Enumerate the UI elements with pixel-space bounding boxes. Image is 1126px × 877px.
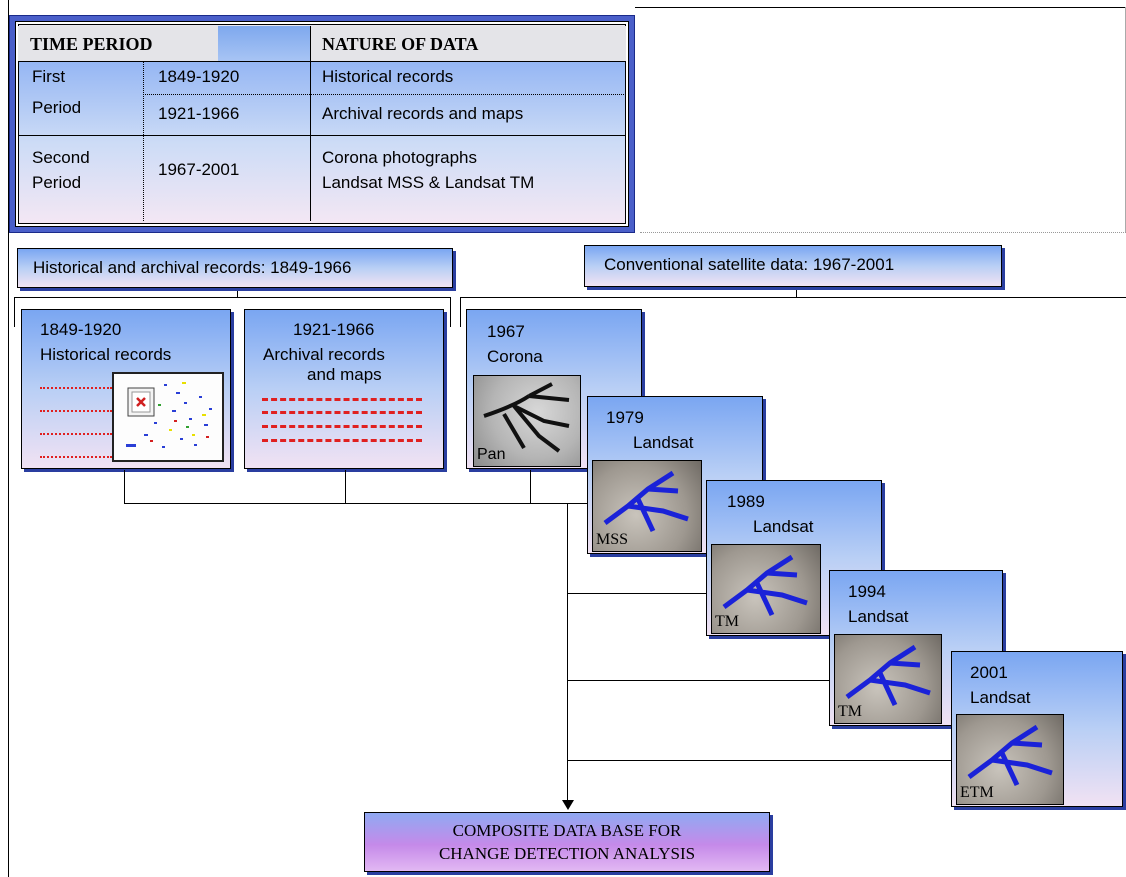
- map-scatter: [126, 382, 212, 448]
- table-row-divider-2: [18, 135, 626, 136]
- dashed-line: [262, 411, 422, 414]
- hist-year: 1849-1920: [40, 320, 122, 339]
- river-icon: [845, 644, 931, 707]
- bracket-stem-right: [796, 290, 797, 298]
- dotted-line: [40, 387, 112, 389]
- connector: [567, 680, 829, 681]
- main-trunk: [567, 503, 568, 803]
- river-icon: [967, 724, 1053, 787]
- bracket-left-end: [14, 297, 15, 327]
- bracket-right-end: [460, 297, 461, 327]
- landsat-2001-image: ETM: [956, 714, 1064, 805]
- connector: [124, 470, 125, 503]
- corona-label: Corona: [487, 347, 543, 366]
- l79-year: 1979: [606, 408, 644, 427]
- l01-label: Landsat: [970, 688, 1031, 707]
- bracket-left-end2: [450, 297, 451, 327]
- historical-group-box: [17, 248, 453, 288]
- arch-label-line2: and maps: [307, 365, 382, 384]
- dotted-separator: [640, 232, 1126, 234]
- river-icon: [722, 554, 808, 617]
- row3-data-line2: Landsat MSS & Landsat TM: [322, 173, 535, 192]
- dotted-line: [40, 433, 112, 435]
- l79-label: Landsat: [633, 433, 694, 452]
- landsat-1989-image: TM: [711, 544, 821, 634]
- corona-sensor: Pan: [477, 446, 506, 463]
- l89-sensor: TM: [715, 613, 739, 630]
- dashed-line: [262, 398, 422, 401]
- header-time-period: TIME PERIOD: [30, 34, 153, 54]
- table-row-divider: [143, 94, 626, 95]
- arrow-down-icon: [562, 800, 574, 810]
- archival-records-box: [244, 309, 444, 469]
- corona-river-icon: [483, 382, 570, 453]
- landsat-1979-image: MSS: [592, 460, 702, 552]
- landsat-1994-image: TM: [834, 634, 942, 724]
- top-border: [635, 7, 1126, 8]
- second-period-line2: Period: [32, 173, 82, 192]
- composite-line2: CHANGE DETECTION ANALYSIS: [438, 844, 696, 863]
- table-rule: [18, 61, 626, 62]
- row3-years: 1967-2001: [158, 160, 240, 179]
- dotted-line: [40, 410, 112, 412]
- first-period-line2: Period: [32, 98, 82, 117]
- first-period-line1: First: [32, 67, 66, 86]
- dashed-line: [262, 425, 422, 428]
- bracket-right: [460, 297, 1126, 298]
- satellite-group-box: [584, 245, 1002, 287]
- l01-year: 2001: [970, 663, 1008, 682]
- bracket-stem-left: [237, 291, 238, 297]
- l94-sensor: TM: [838, 703, 862, 720]
- row3-data-line1: Corona photographs: [322, 148, 478, 167]
- l94-year: 1994: [848, 582, 886, 601]
- dotted-line: [40, 456, 112, 458]
- table-header-bg-right: [310, 26, 626, 62]
- l79-sensor: MSS: [596, 531, 629, 548]
- hist-label: Historical records: [40, 345, 172, 364]
- row2-years: 1921-1966: [158, 104, 240, 123]
- composite-database-box: [364, 812, 770, 872]
- header-nature-of-data: NATURE OF DATA: [322, 34, 479, 54]
- left-border: [8, 0, 9, 877]
- satellite-group-label: Conventional satellite data: 1967-2001: [604, 255, 895, 274]
- corona-year: 1967: [487, 322, 525, 341]
- table-header-accent: [218, 26, 310, 62]
- arch-year: 1921-1966: [293, 320, 375, 339]
- connector: [530, 470, 531, 503]
- connector: [124, 503, 587, 504]
- l89-year: 1989: [727, 492, 765, 511]
- row1-data: Historical records: [322, 67, 454, 86]
- dashed-line: [262, 439, 422, 442]
- row2-data: Archival records and maps: [322, 104, 524, 123]
- historical-map-image: [112, 372, 224, 462]
- corona-image: Pan: [473, 375, 581, 467]
- row1-years: 1849-1920: [158, 67, 240, 86]
- second-period-line1: Second: [32, 148, 90, 167]
- table-header-bg: [18, 26, 218, 62]
- l94-label: Landsat: [848, 607, 909, 626]
- historical-group-label: Historical and archival records: 1849-19…: [33, 258, 352, 277]
- arch-label-line1: Archival records: [263, 345, 385, 364]
- composite-line1: COMPOSITE DATA BASE FOR: [452, 821, 682, 840]
- bracket-left: [14, 297, 451, 298]
- l89-label: Landsat: [753, 517, 814, 536]
- l01-sensor: ETM: [960, 784, 994, 801]
- connector: [567, 593, 706, 594]
- table-col-divider: [310, 26, 311, 221]
- river-icon: [603, 470, 689, 533]
- connector: [567, 760, 951, 761]
- connector: [345, 470, 346, 503]
- table-col-divider-dotted: [143, 62, 144, 221]
